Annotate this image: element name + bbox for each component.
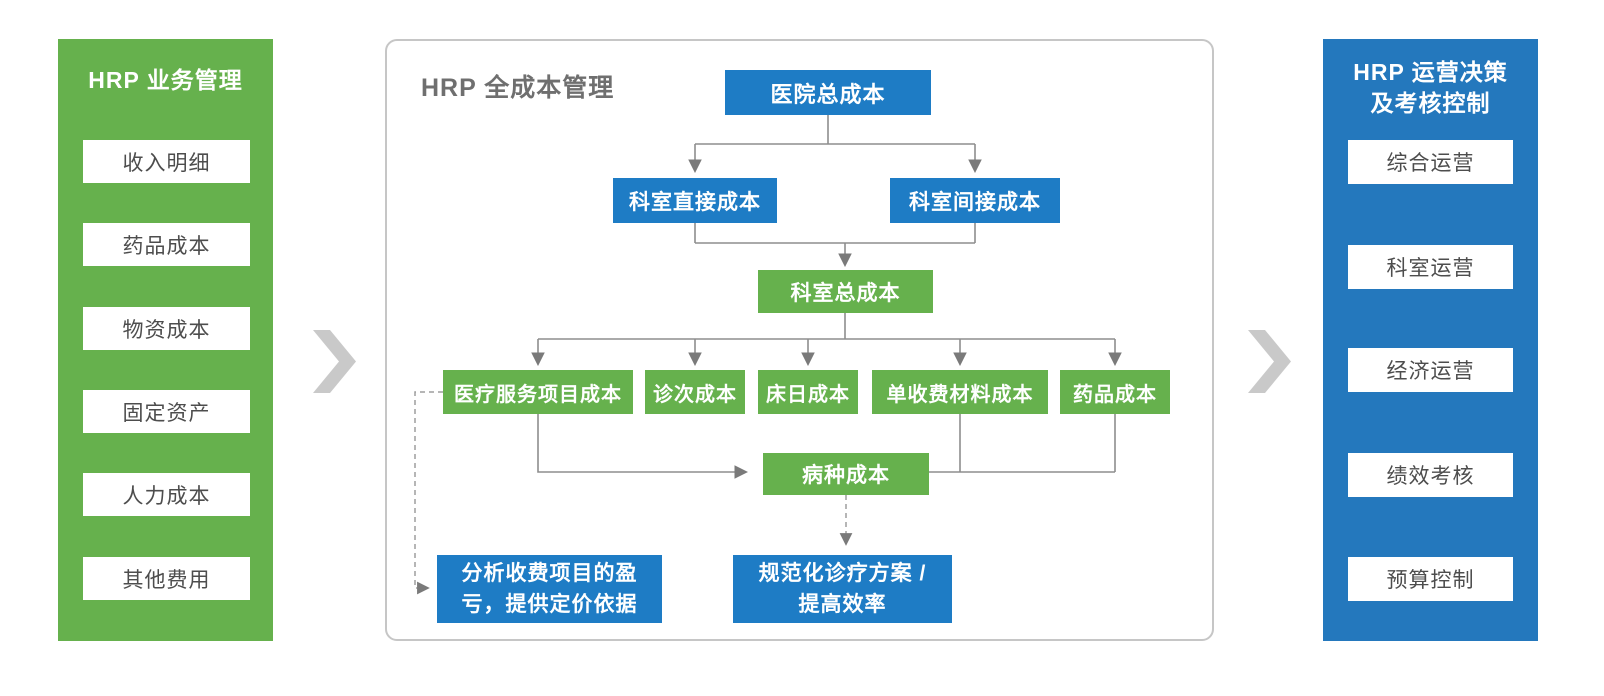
standard-line-1: 规范化诊疗方案 / xyxy=(758,561,927,585)
node-dept-indirect-cost: 科室间接成本 xyxy=(890,178,1060,223)
right-panel-title-line-1: HRP 运营决策 xyxy=(1353,59,1508,85)
standard-line-2: 提高效率 xyxy=(798,593,887,616)
right-panel-title: HRP 运营决策 及考核控制 xyxy=(1323,57,1538,119)
item-economic-operation: 经济运营 xyxy=(1348,348,1513,392)
analyze-line-2: 亏，提供定价依据 xyxy=(461,593,638,616)
item-revenue-detail: 收入明细 xyxy=(83,140,250,183)
left-panel-title: HRP 业务管理 xyxy=(88,67,243,93)
item-material-cost: 物资成本 xyxy=(83,307,250,350)
item-other-expenses: 其他费用 xyxy=(83,557,250,600)
node-per-visit-cost: 诊次成本 xyxy=(645,370,745,414)
middle-panel-title: HRP 全成本管理 xyxy=(421,74,615,102)
chevron-right-icon xyxy=(1248,330,1291,393)
item-comprehensive-operation: 综合运营 xyxy=(1348,140,1513,184)
node-drug-cost: 药品成本 xyxy=(1060,370,1170,414)
item-performance-assessment: 绩效考核 xyxy=(1348,453,1513,497)
right-panel-operation-decision: HRP 运营决策 及考核控制 综合运营 科室运营 经济运营 绩效考核 预算控制 xyxy=(1323,39,1538,641)
item-drug-cost: 药品成本 xyxy=(83,223,250,266)
node-analyze-pricing-text: 分析收费项目的盈 亏，提供定价依据 xyxy=(462,558,638,621)
node-bed-day-cost: 床日成本 xyxy=(758,370,858,414)
node-dept-total-cost: 科室总成本 xyxy=(758,270,933,313)
item-dept-operation: 科室运营 xyxy=(1348,245,1513,289)
left-chevron-icon xyxy=(313,330,356,398)
right-panel-title-line-2: 及考核控制 xyxy=(1370,90,1491,117)
node-hospital-total-cost: 医院总成本 xyxy=(725,70,931,115)
right-chevron-icon xyxy=(1248,330,1291,398)
item-labor-cost: 人力成本 xyxy=(83,473,250,516)
middle-panel-full-cost-management xyxy=(385,39,1214,641)
node-standard-treatment-text: 规范化诊疗方案 / 提高效率 xyxy=(759,558,927,621)
node-disease-cost: 病种成本 xyxy=(763,453,929,495)
node-dept-direct-cost: 科室直接成本 xyxy=(613,178,777,223)
node-single-charge-material-cost: 单收费材料成本 xyxy=(872,370,1048,414)
analyze-line-1: 分析收费项目的盈 xyxy=(461,561,638,585)
node-analyze-pricing: 分析收费项目的盈 亏，提供定价依据 xyxy=(437,555,662,623)
node-medical-service-item-cost: 医疗服务项目成本 xyxy=(443,370,633,414)
chevron-right-icon xyxy=(313,330,356,393)
item-fixed-assets: 固定资产 xyxy=(83,390,250,433)
item-budget-control: 预算控制 xyxy=(1348,557,1513,601)
left-panel-business-management: HRP 业务管理 收入明细 药品成本 物资成本 固定资产 人力成本 其他费用 xyxy=(58,39,273,641)
node-standard-treatment: 规范化诊疗方案 / 提高效率 xyxy=(733,555,952,623)
